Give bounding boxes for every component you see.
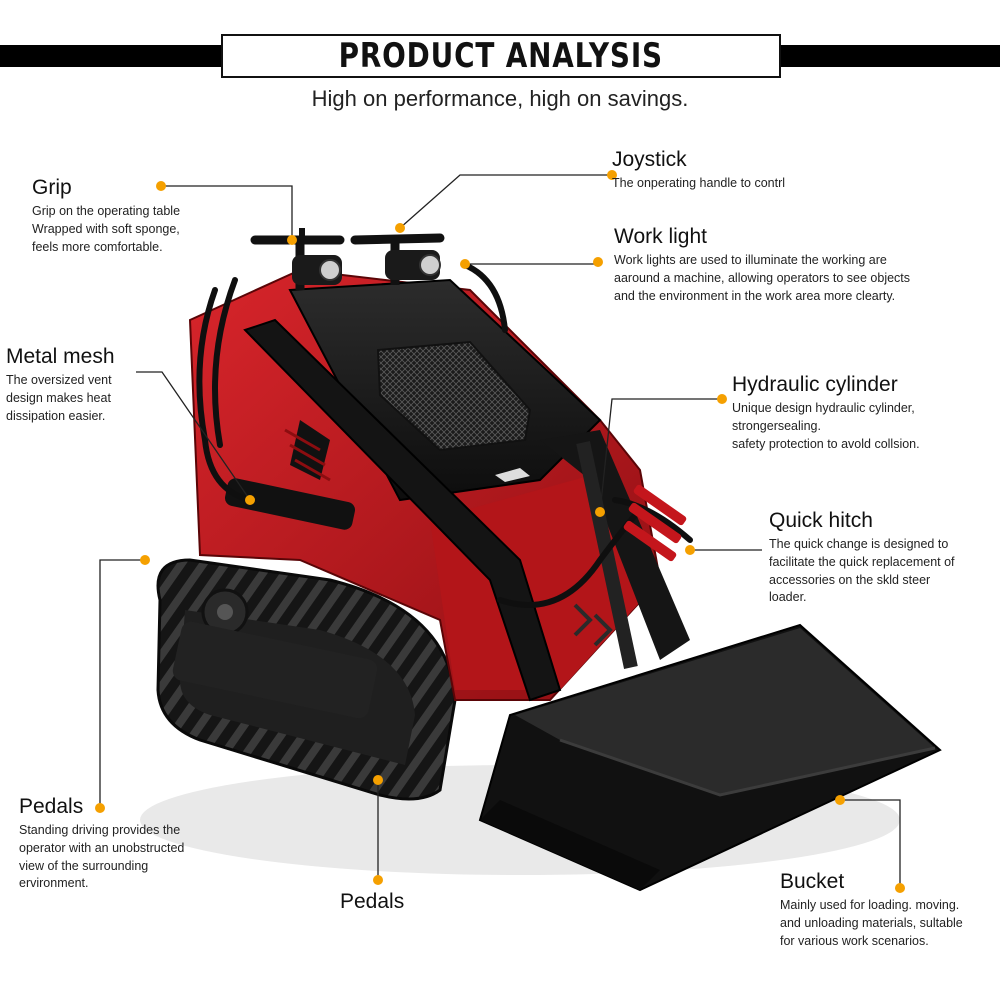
callout-work-light: Work light Work lights are used to illum… — [614, 225, 910, 305]
callout-desc: Mainly used for loading. moving. and unl… — [780, 898, 963, 948]
title-box: PRODUCT ANALYSIS — [221, 34, 781, 78]
callout-bucket: Bucket Mainly used for loading. moving. … — [780, 870, 963, 950]
callout-grip: Grip Grip on the operating table Wrapped… — [32, 176, 180, 256]
leader-dots — [95, 170, 905, 893]
callout-pedals-left: Pedals Standing driving provides the ope… — [19, 795, 184, 893]
hose-couplers — [623, 484, 687, 562]
page-title: PRODUCT ANALYSIS — [338, 36, 664, 76]
bucket — [478, 623, 942, 892]
header-bar-right — [778, 45, 1000, 67]
callout-title: Grip — [32, 176, 72, 199]
leader-lines — [99, 174, 901, 888]
callout-pedals-bottom: Pedals — [340, 890, 404, 914]
callout-title: Metal mesh — [6, 345, 115, 368]
callout-desc: The oversized vent design makes heat dis… — [6, 373, 112, 423]
handles-and-lights — [250, 228, 445, 290]
header-bar-left — [0, 45, 222, 67]
callout-title: Bucket — [780, 870, 845, 893]
callout-desc: Unique design hydraulic cylinder, strong… — [732, 401, 920, 451]
callout-desc: Standing driving provides the operator w… — [19, 823, 185, 891]
callout-title: Pedals — [340, 890, 405, 913]
callout-joystick: Joystick The onperating handle to contrl — [612, 148, 785, 193]
callout-title: Work light — [614, 225, 707, 248]
callout-hydraulic-cylinder: Hydraulic cylinder Unique design hydraul… — [732, 373, 920, 453]
callout-desc: The onperating handle to contrl — [612, 176, 786, 191]
callout-title: Pedals — [19, 795, 84, 818]
callout-title: Quick hitch — [769, 509, 873, 532]
callout-desc: Work lights are used to illuminate the w… — [614, 253, 911, 303]
callout-quick-hitch: Quick hitch The quick change is designed… — [769, 509, 955, 607]
callout-desc: The quick change is designed to facilita… — [769, 537, 955, 605]
callout-metal-mesh: Metal mesh The oversized vent design mak… — [6, 345, 115, 425]
callout-title: Hydraulic cylinder — [732, 373, 898, 396]
page-subtitle: High on performance, high on savings. — [311, 86, 689, 111]
callout-title: Joystick — [612, 148, 687, 171]
top-panel — [288, 278, 602, 502]
callout-desc: Grip on the operating table Wrapped with… — [32, 204, 181, 254]
